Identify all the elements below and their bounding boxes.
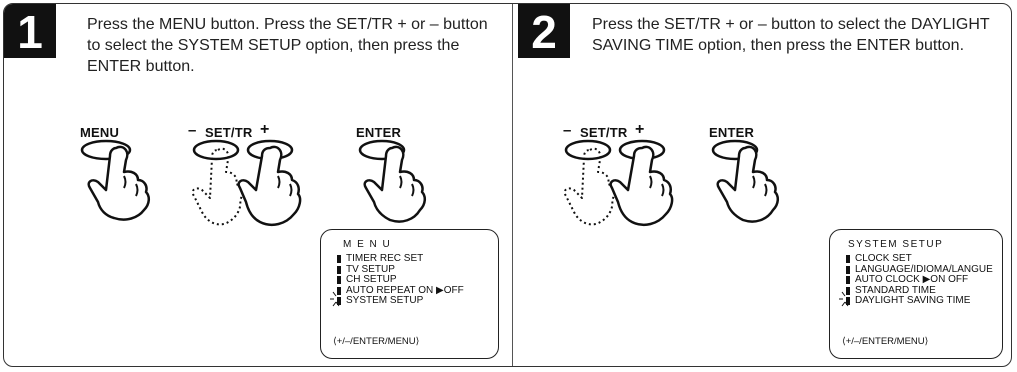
menu-item-selected: SYSTEM SETUP — [337, 296, 464, 307]
hand-pressing-enter-icon — [354, 136, 444, 231]
hand-pressing-menu-icon — [76, 136, 166, 226]
hand-pressing-set-tr-icon — [184, 136, 304, 236]
tv-screen-menu: M E N U TIMER REC SET TV SETUP CH SETUP … — [320, 229, 499, 359]
screen-footer: ⟨+/–/ENTER/MENU⟩ — [333, 337, 419, 348]
hand-pressing-enter-icon — [707, 136, 797, 231]
tv-screen-system-setup: SYSTEM SETUP CLOCK SET LANGUAGE/IDIOMA/L… — [829, 229, 1003, 359]
screen-title: SYSTEM SETUP — [848, 240, 943, 251]
screen-footer: ⟨+/–/ENTER/MENU⟩ — [842, 337, 928, 348]
step-divider — [512, 4, 513, 366]
menu-item-selected: DAYLIGHT SAVING TIME — [846, 296, 993, 307]
hand-pressing-set-tr-icon — [556, 136, 676, 236]
screen-title: M E N U — [343, 240, 391, 251]
menu-list: CLOCK SET LANGUAGE/IDIOMA/LANGUE AUTO CL… — [846, 254, 993, 307]
step-1-number: 1 — [4, 4, 56, 58]
step-2-instruction: Press the SET/TR + or – button to select… — [592, 14, 997, 56]
instruction-panel: 1 Press the MENU button. Press the SET/T… — [3, 3, 1012, 367]
step-2-number: 2 — [518, 4, 570, 58]
menu-list: TIMER REC SET TV SETUP CH SETUP AUTO REP… — [337, 254, 464, 307]
step-1-instruction: Press the MENU button. Press the SET/TR … — [87, 14, 502, 77]
